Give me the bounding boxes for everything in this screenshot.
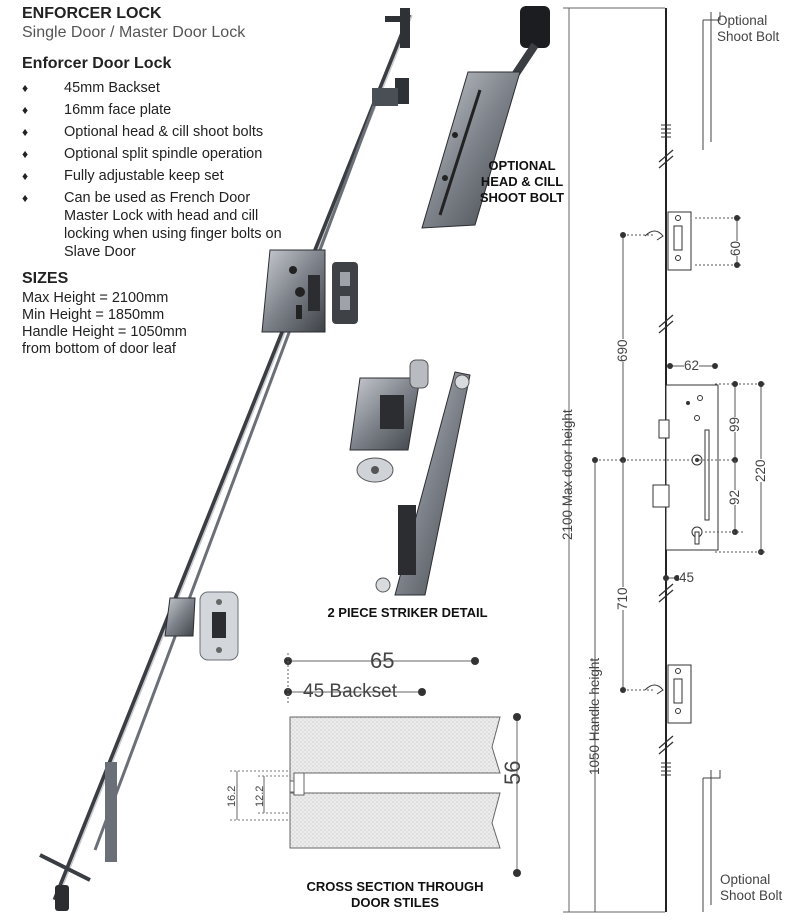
lock-product-illustration <box>39 6 550 911</box>
striker-caption: 2 PIECE STRIKER DETAIL <box>327 605 488 620</box>
striker-photo <box>349 359 471 596</box>
size-line: Min Height = 1850mm <box>22 307 165 323</box>
dim-690-label: 690 <box>615 339 630 362</box>
keep-icon <box>332 262 358 324</box>
bottom-shoot-bolt-icon <box>39 762 117 911</box>
size-line: from bottom of door leaf <box>22 341 176 357</box>
hook-bolt-icon <box>164 591 239 661</box>
dim-backset-label: 45 Backset <box>303 681 397 702</box>
product-title: ENFORCER LOCK <box>22 5 162 22</box>
handle-height-label: 1050 Handle height <box>587 657 602 775</box>
dim-56-label: 56 <box>500 760 525 785</box>
shoot-bolt-caption: OPTIONAL HEAD & CILL SHOOT BOLT <box>479 158 565 205</box>
top-shoot-bolt-label: Optional Shoot Bolt <box>717 13 780 44</box>
feature-item: ♦Optional head & cill shoot bolts <box>22 124 264 140</box>
cross-section-diagram <box>230 653 521 877</box>
dim-16-2-label: 16.2 <box>226 785 238 807</box>
max-door-height-label: 2100 Max door height <box>560 409 575 540</box>
size-line: Max Height = 2100mm <box>22 290 169 306</box>
dim-92-label: 92 <box>727 489 742 505</box>
size-line: Handle Height = 1050mm <box>22 324 187 340</box>
diamond-bullet-icon: ♦ <box>22 81 29 95</box>
feature-item: ♦16mm face plate <box>22 102 172 118</box>
sizes-block: Max Height = 2100mm Min Height = 1850mm … <box>22 290 187 358</box>
bottom-keep-icon <box>644 664 692 724</box>
feature-item: ♦Can be used as French Door Master Lock … <box>22 190 282 260</box>
dim-12-2-label: 12.2 <box>254 785 266 807</box>
elevation-lock-case-icon <box>652 384 719 551</box>
feature-item: ♦Optional split spindle operation <box>22 146 263 162</box>
top-keep-icon <box>644 211 692 271</box>
dim-62-label: 62 <box>684 358 700 373</box>
dim-65-label: 65 <box>370 648 395 673</box>
cross-section-caption: CROSS SECTION THROUGH DOOR STILES <box>306 879 484 910</box>
diamond-bullet-icon: ♦ <box>22 125 29 139</box>
dim-45-label: 45 <box>679 570 695 585</box>
top-shoot-bolt-icon <box>372 8 410 106</box>
feature-item: ♦45mm Backset <box>22 80 160 96</box>
sizes-heading: SIZES <box>22 270 69 287</box>
product-subtitle: Single Door / Master Door Lock <box>22 24 246 41</box>
dim-220-label: 220 <box>753 459 768 482</box>
lock-faceplate-bar <box>52 14 413 901</box>
diamond-bullet-icon: ♦ <box>22 147 29 161</box>
feature-item: ♦Fully adjustable keep set <box>22 168 224 184</box>
shoot-bolt-photo <box>421 6 550 229</box>
bottom-shoot-bolt-label: Optional Shoot Bolt <box>720 872 783 903</box>
dim-710-label: 710 <box>615 587 630 610</box>
features-list: ♦45mm Backset ♦16mm face plate ♦Optional… <box>22 79 287 265</box>
dim-60-label: 60 <box>728 240 743 256</box>
diamond-bullet-icon: ♦ <box>22 103 29 117</box>
diamond-bullet-icon: ♦ <box>22 169 29 183</box>
diamond-bullet-icon: ♦ <box>22 191 29 205</box>
dim-99-label: 99 <box>727 416 742 432</box>
lock-case-icon <box>261 249 326 333</box>
features-heading: Enforcer Door Lock <box>22 55 172 72</box>
door-elevation-diagram <box>563 7 767 913</box>
